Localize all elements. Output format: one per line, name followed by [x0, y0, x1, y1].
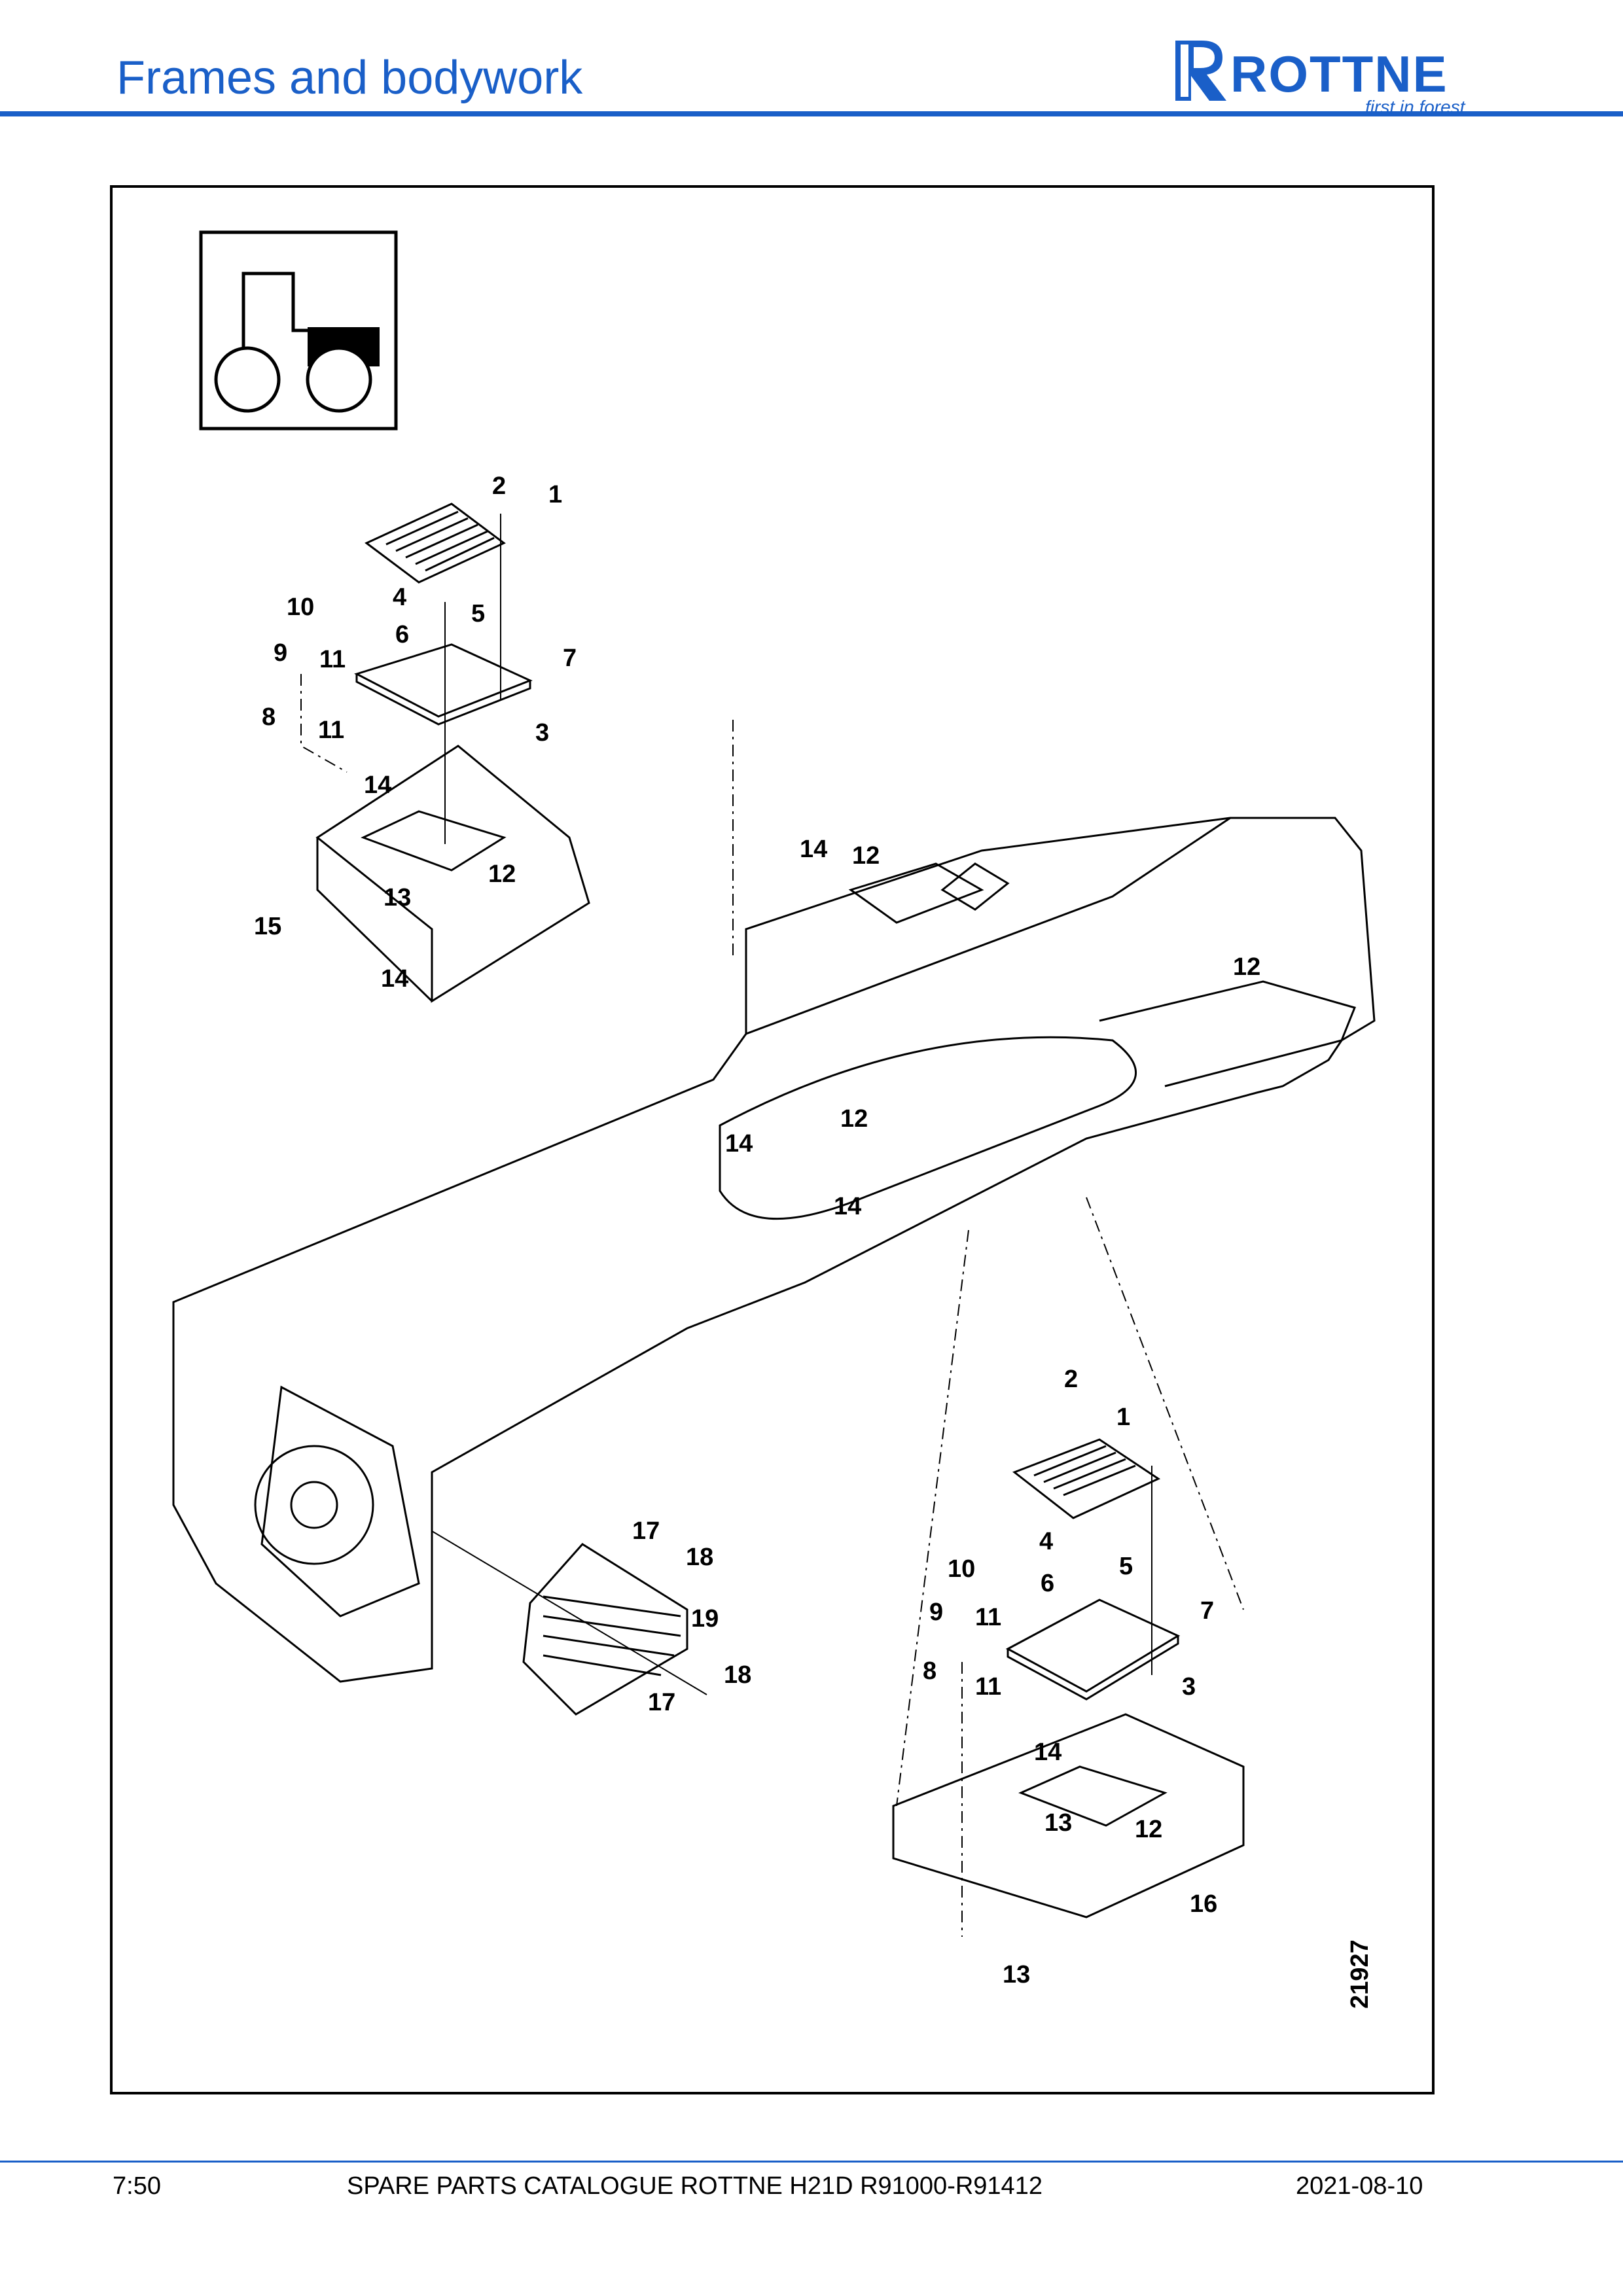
callout: 16	[1190, 1890, 1217, 1918]
callout: 5	[471, 600, 485, 627]
rottne-r-icon	[1175, 41, 1226, 101]
callout: 13	[383, 884, 411, 911]
callout: 13	[1044, 1809, 1072, 1837]
callout: 11	[975, 1604, 1001, 1631]
footer-rule	[0, 2161, 1623, 2163]
callout: 12	[1135, 1816, 1162, 1843]
catalogue-title: SPARE PARTS CATALOGUE ROTTNE H21D R91000…	[347, 2172, 1043, 2200]
drawing-number: 21927	[1346, 1939, 1374, 2009]
forwarder-machine-icon	[199, 230, 398, 431]
callout: 3	[535, 719, 549, 747]
ladder-step-assembly	[431, 1530, 707, 1716]
callout: 4	[1039, 1528, 1053, 1555]
callout: 18	[686, 1544, 713, 1571]
callout: 12	[1233, 953, 1260, 981]
callout: 8	[262, 703, 276, 731]
callout: 17	[648, 1689, 675, 1716]
page-number: 7:50	[113, 2172, 161, 2200]
callout: 2	[492, 472, 506, 500]
lower-step-assembly	[732, 720, 1245, 1937]
callout: 14	[725, 1130, 753, 1157]
callout: 1	[1116, 1404, 1130, 1431]
page-title: Frames and bodywork	[116, 52, 583, 104]
callout-labels: 2 1 4 5 10 6 9 11 7 8 11 3 14 12 13 15 1…	[254, 472, 1260, 1988]
callout: 19	[691, 1605, 719, 1633]
callout: 9	[929, 1598, 943, 1626]
callout: 18	[724, 1661, 751, 1689]
callout: 11	[318, 716, 344, 744]
callout: 13	[1003, 1961, 1030, 1988]
upper-step-assembly	[300, 503, 590, 1003]
callout: 1	[548, 481, 562, 508]
callout: 7	[563, 645, 577, 672]
callout: 4	[393, 584, 406, 611]
callout: 14	[381, 965, 408, 993]
callout: 10	[948, 1555, 975, 1583]
callout: 14	[364, 771, 391, 799]
callout: 6	[395, 621, 409, 648]
callout: 9	[274, 639, 287, 667]
publish-date: 2021-08-10	[1296, 2172, 1423, 2200]
callout: 14	[834, 1193, 861, 1220]
logo-wordmark: ROTTNE	[1230, 45, 1448, 103]
callout: 3	[1182, 1673, 1196, 1701]
callout: 2	[1064, 1366, 1078, 1393]
callout: 5	[1119, 1553, 1133, 1580]
callout: 7	[1200, 1597, 1214, 1625]
main-frame-outline	[172, 817, 1376, 1683]
callout: 12	[488, 860, 516, 888]
callout: 14	[1034, 1739, 1061, 1766]
drawing-frame	[110, 185, 1435, 2094]
callout: 12	[840, 1105, 868, 1133]
callout: 17	[632, 1517, 660, 1545]
callout: 10	[287, 593, 314, 621]
header-rule	[0, 111, 1623, 116]
callout: 14	[800, 836, 827, 863]
callout: 8	[923, 1657, 936, 1685]
callout: 11	[975, 1673, 1001, 1701]
callout: 11	[319, 646, 346, 673]
callout: 12	[852, 842, 880, 870]
callout: 6	[1041, 1570, 1054, 1597]
callout: 15	[254, 913, 281, 940]
